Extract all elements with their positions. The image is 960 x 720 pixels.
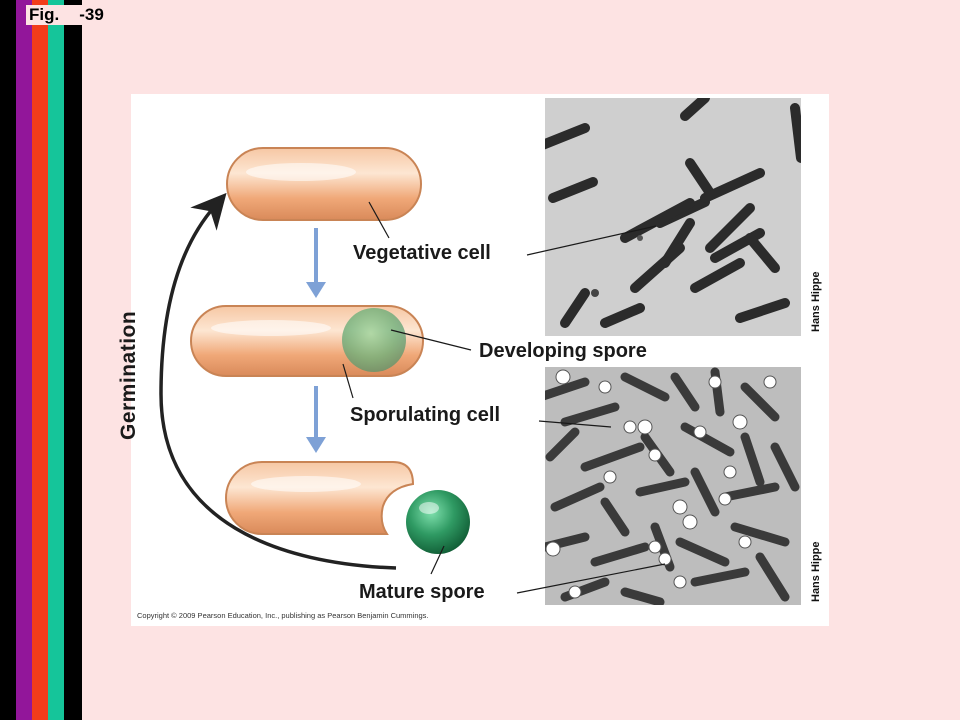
micrograph-sporulating [545, 367, 801, 605]
mature-spore-shape [406, 490, 470, 554]
micrograph-vegetative [545, 98, 801, 336]
label-sporulating-cell: Sporulating cell [350, 404, 501, 426]
label-vegetative-cell: Vegetative cell [353, 242, 491, 264]
arrow-down-icon-2 [306, 437, 326, 453]
figure-panel: Vegetative cell Developing spore Sporula… [117, 94, 829, 626]
stripe-purple [16, 0, 32, 720]
stripe-teal [48, 0, 64, 720]
stripe-black [0, 0, 16, 720]
developing-spore-shape [342, 308, 406, 372]
label-germination: Germination [117, 310, 140, 440]
figure-number: Fig. -39 [26, 5, 107, 25]
label-developing-spore: Developing spore [479, 340, 647, 362]
stripe-black-2 [64, 0, 82, 720]
decorative-stripes [0, 0, 82, 720]
photo-credit-bottom: Hans Hippe [810, 541, 822, 602]
label-mature-spore: Mature spore [359, 581, 485, 603]
figure-suffix: -39 [79, 5, 104, 24]
copyright-text: Copyright © 2009 Pearson Education, Inc.… [137, 611, 429, 620]
stripe-red [32, 0, 48, 720]
mother-cell-shape [225, 461, 415, 535]
photo-credit-top: Hans Hippe [810, 271, 822, 332]
figure-prefix: Fig. [29, 5, 60, 24]
sporulation-diagram [159, 147, 666, 594]
vegetative-cell-shape [226, 147, 422, 221]
arrow-down-icon [306, 282, 326, 298]
